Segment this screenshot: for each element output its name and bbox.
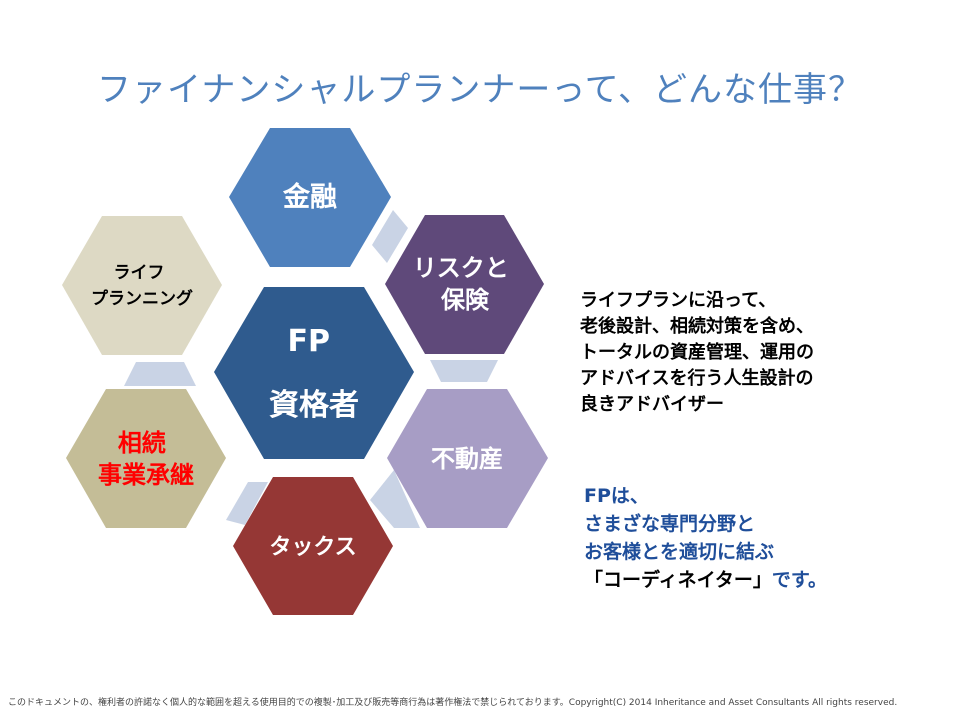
fp-note-line: お客様とを適切に結ぶ	[584, 541, 775, 563]
fp-note-line: FPは、	[584, 485, 649, 507]
connector-sozoku-life	[124, 362, 196, 386]
hex-risk-label: リスクと 保険	[413, 254, 517, 314]
hex-center: FP 資格者	[214, 287, 414, 459]
fp-description: ライフプランに沿って、 老後設計、相続対策を含め、 トータルの資産管理、運用の …	[580, 288, 920, 418]
connectors	[124, 210, 498, 528]
hex-kinyu-label: 金融	[282, 181, 337, 213]
description-line: ライフプランに沿って、	[580, 290, 777, 311]
hex-fudosan-label: 不動産	[431, 445, 503, 473]
hex-life: ライフ プランニング	[62, 216, 222, 355]
hex-life-label: ライフ プランニング	[91, 263, 193, 309]
connector-tax-sozoku	[226, 482, 268, 525]
hex-risk: リスクと 保険	[385, 215, 544, 354]
page-title: ファイナンシャルプランナーって、どんな仕事？	[97, 70, 863, 110]
hex-fudosan: 不動産	[387, 389, 548, 528]
hex-sozoku: 相続 事業承継	[66, 389, 226, 528]
fp-coordinator-note: FPは、 さまざな専門分野と お客様とを適切に結ぶ 「コーディネイター」です。	[584, 482, 924, 594]
connector-kinyu-risk	[372, 210, 408, 263]
hex-tax: タックス	[233, 477, 393, 615]
hex-kinyu: 金融	[229, 128, 391, 267]
coordinator-quote: 「コーディネイター」	[584, 569, 772, 591]
connector-risk-fudosan	[430, 360, 498, 382]
description-line: アドバイスを行う人生設計の	[580, 368, 814, 389]
connector-fudosan-tax	[370, 470, 420, 528]
description-line: 老後設計、相続対策を含め、	[580, 316, 814, 337]
description-line: 良きアドバイザー	[580, 394, 724, 415]
description-line: トータルの資産管理、運用の	[580, 342, 814, 363]
copyright-footer: このドキュメントの、権利者の許諾なく個人的な範囲を超える使用目的での複製･加工及…	[8, 698, 898, 708]
fp-note-line: さまざな専門分野と	[584, 513, 756, 535]
hex-sozoku-label: 相続 事業承継	[98, 429, 194, 489]
hex-tax-label: タックス	[269, 535, 356, 560]
hex-center-label: FP 資格者	[269, 324, 359, 423]
fp-note-ending: です。	[771, 569, 828, 591]
fp-note-line-4: 「コーディネイター」です。	[584, 566, 924, 594]
